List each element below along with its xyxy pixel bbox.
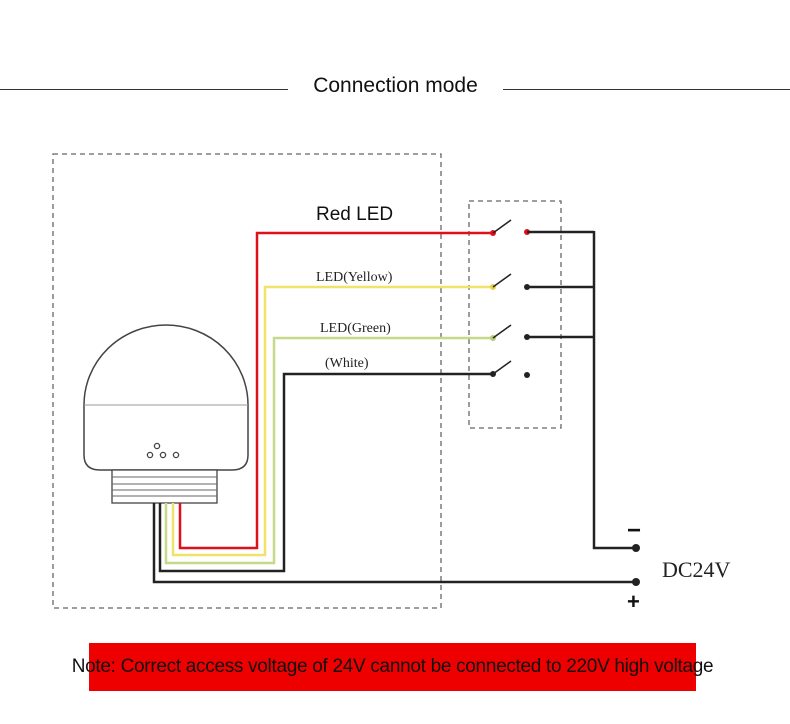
switch-red: [490, 219, 594, 236]
header-rule-right: [503, 89, 790, 90]
warning-note-text: Note: Correct access voltage of 24V cann…: [71, 656, 714, 677]
red-led-label: Red LED: [316, 204, 393, 225]
yellow-led-label: LED(Yellow): [316, 270, 393, 285]
white-wire: [158, 372, 493, 573]
green-wire: [164, 336, 493, 565]
switch-yellow: [490, 273, 594, 290]
common-positive-wire: [152, 503, 636, 584]
negative-bus-wire: [592, 231, 636, 550]
yellow-wire: [171, 285, 493, 557]
switch-white: [490, 360, 530, 378]
negative-terminal: [632, 544, 640, 552]
green-led-label: LED(Green): [320, 321, 391, 336]
page-title: Connection mode: [313, 74, 478, 97]
white-label: (White): [325, 356, 369, 371]
warning-banner: Note: Correct access voltage of 24V cann…: [72, 643, 714, 691]
header-rule-left: [0, 89, 288, 90]
switch-box: [468, 200, 562, 429]
signal-light-icon: [83, 324, 249, 504]
positive-terminal: [632, 578, 640, 586]
dc24v-label: DC24V: [662, 557, 731, 582]
device-boundary-box: [52, 153, 442, 609]
plus-sign: +: [627, 589, 640, 614]
switch-green: [490, 324, 594, 341]
minus-sign: −: [627, 517, 641, 544]
red-wire: [178, 231, 493, 550]
